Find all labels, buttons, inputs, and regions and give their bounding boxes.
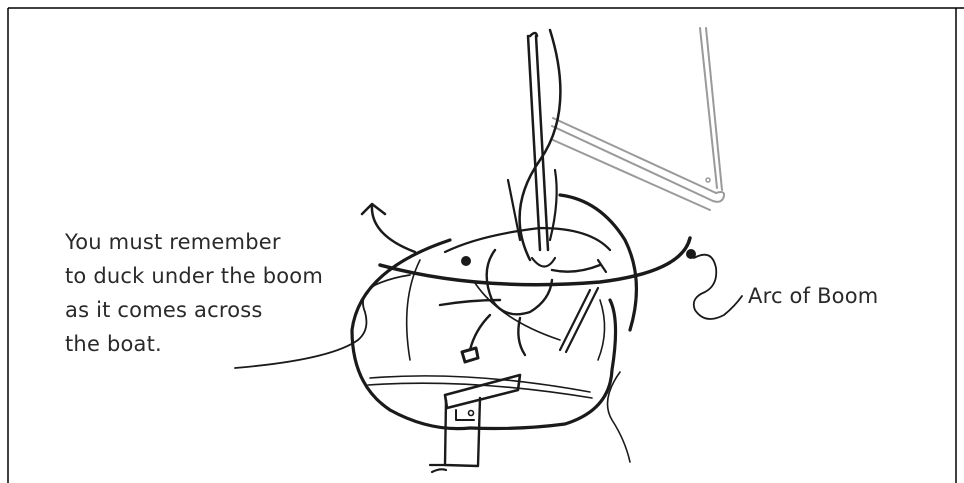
- boat-hull: [352, 195, 636, 462]
- arc-of-boom-label: Arc of Boom: [748, 284, 878, 308]
- annotation-line-3: as it comes across: [65, 298, 263, 322]
- annotation-line-1: You must remember: [64, 230, 281, 254]
- right-leader-line: [694, 255, 742, 319]
- annotation-line-2: to duck under the boom: [65, 264, 323, 288]
- centreboard: [430, 375, 520, 472]
- arc-of-boom: [362, 204, 696, 285]
- boom-drawing: [552, 28, 724, 210]
- sailor-figure: [440, 250, 606, 362]
- annotation-line-4: the boat.: [65, 332, 162, 356]
- duck-instruction-annotation: You must remember to duck under the boom…: [64, 230, 323, 356]
